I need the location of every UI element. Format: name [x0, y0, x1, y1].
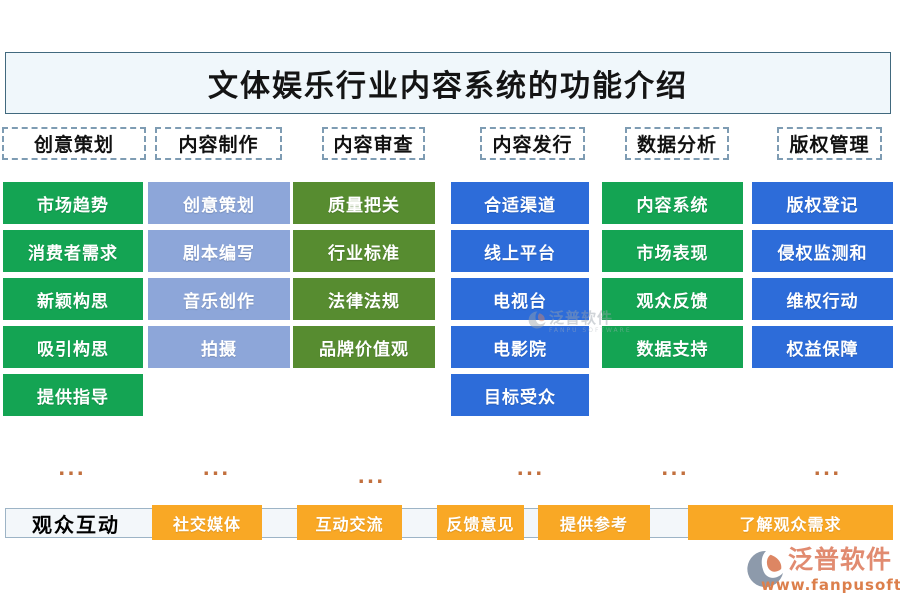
- column-header-4: 内容发行: [480, 127, 585, 160]
- diagram-title: 文体娱乐行业内容系统的功能介绍: [5, 52, 891, 114]
- column-stack-5: 内容系统市场表现观众反馈数据支持: [602, 182, 743, 368]
- bottom-box: 提供参考: [538, 505, 650, 540]
- feature-box: 观众反馈: [602, 278, 743, 320]
- column-header-2: 内容制作: [155, 127, 282, 160]
- logo-company-name: 泛普软件: [788, 545, 893, 574]
- fanpu-logo-icon: [746, 550, 784, 592]
- feature-box: 法律法规: [293, 278, 435, 320]
- feature-box: 版权登记: [752, 182, 893, 224]
- ellipsis-3: ...: [357, 466, 386, 488]
- feature-box: 吸引构思: [3, 326, 143, 368]
- feature-box: 权益保障: [752, 326, 893, 368]
- feature-box: 侵权监测和: [752, 230, 893, 272]
- bottom-box: 互动交流: [297, 505, 402, 540]
- feature-box: 目标受众: [451, 374, 589, 416]
- feature-box: 维权行动: [752, 278, 893, 320]
- feature-box: 线上平台: [451, 230, 589, 272]
- column-stack-4: 合适渠道线上平台电视台电影院目标受众: [451, 182, 589, 416]
- feature-box: 新颖构思: [3, 278, 143, 320]
- column-header-3: 内容审查: [322, 127, 425, 160]
- feature-box: 剧本编写: [148, 230, 290, 272]
- feature-box: 内容系统: [602, 182, 743, 224]
- feature-box: 提供指导: [3, 374, 143, 416]
- bottom-box: 反馈意见: [437, 505, 524, 540]
- feature-box: 行业标准: [293, 230, 435, 272]
- fanpu-logo[interactable]: 泛普软件 www.fanpusoft.com: [746, 545, 900, 597]
- feature-box: 数据支持: [602, 326, 743, 368]
- bottom-box: 社交媒体: [152, 505, 262, 540]
- ellipsis-4: ...: [516, 458, 545, 480]
- logo-website-url[interactable]: www.fanpusoft.com: [761, 576, 900, 594]
- bottom-box: 了解观众需求: [688, 505, 893, 540]
- feature-box: 音乐创作: [148, 278, 290, 320]
- feature-box: 合适渠道: [451, 182, 589, 224]
- column-header-6: 版权管理: [777, 127, 882, 160]
- feature-box: 消费者需求: [3, 230, 143, 272]
- column-header-1: 创意策划: [2, 127, 146, 160]
- column-stack-1: 市场趋势消费者需求新颖构思吸引构思提供指导: [3, 182, 143, 416]
- ellipsis-2: ...: [202, 458, 231, 480]
- ellipsis-1: ...: [58, 458, 86, 480]
- ellipsis-6: ...: [813, 458, 842, 480]
- feature-box: 品牌价值观: [293, 326, 435, 368]
- bottom-strip-label: 观众互动: [32, 512, 120, 537]
- column-stack-6: 版权登记侵权监测和维权行动权益保障: [752, 182, 893, 368]
- feature-box: 市场趋势: [3, 182, 143, 224]
- feature-box: 电视台: [451, 278, 589, 320]
- feature-box: 市场表现: [602, 230, 743, 272]
- column-stack-3: 质量把关行业标准法律法规品牌价值观: [293, 182, 435, 368]
- column-header-5: 数据分析: [625, 127, 729, 160]
- feature-box: 电影院: [451, 326, 589, 368]
- ellipsis-5: ...: [661, 458, 689, 480]
- column-stack-2: 创意策划剧本编写音乐创作拍摄: [148, 182, 290, 368]
- feature-box: 质量把关: [293, 182, 435, 224]
- feature-box: 创意策划: [148, 182, 290, 224]
- feature-box: 拍摄: [148, 326, 290, 368]
